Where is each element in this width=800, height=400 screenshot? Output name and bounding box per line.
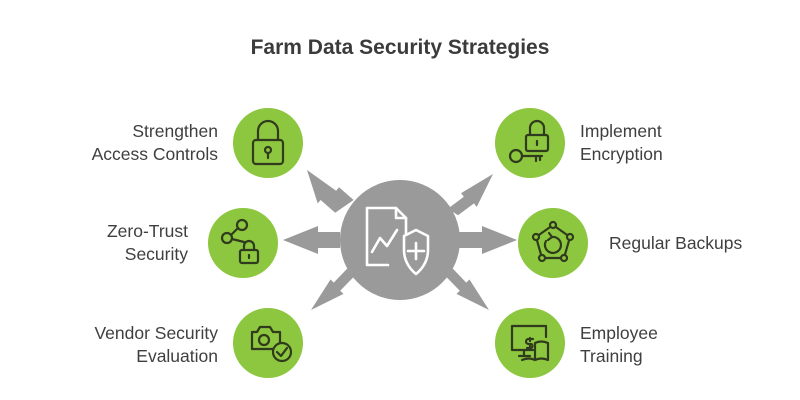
node-vendor-security-evaluation [233,308,303,378]
label-line: Employee [580,323,658,343]
label-line: Training [580,346,643,366]
label-zero-trust-security: Zero-Trust Security [107,220,188,266]
node-strengthen-access-controls [233,108,303,178]
camera-check-icon [250,325,293,363]
arrow-up-left [307,170,354,213]
backup-cycle-icon [531,220,575,263]
monitor-book-icon [510,324,550,362]
label-line: Regular Backups [609,233,743,253]
arrow-left [283,226,340,254]
label-line: Implement [580,121,662,141]
share-network-lock-icon [220,218,260,265]
arrow-down-left [311,268,354,310]
node-employee-training [495,308,565,378]
label-line: Security [124,244,188,264]
arrow-right [458,226,517,254]
node-zero-trust-security [208,208,278,278]
label-implement-encryption: Implement Encryption [580,120,663,166]
node-regular-backups [518,208,588,278]
hub [340,180,460,300]
label-regular-backups: Regular Backups [609,232,742,255]
padlock-icon [251,119,285,166]
label-strengthen-access-controls: Strengthen Access Controls [92,120,218,166]
diagram-title: Farm Data Security Strategies [250,36,550,59]
label-line: Strengthen [132,121,218,141]
label-line: Vendor Security [94,323,218,343]
label-line: Encryption [580,144,663,164]
node-implement-encryption [495,108,565,178]
label-line: Zero-Trust [106,221,188,241]
label-vendor-security-evaluation: Vendor Security Evaluation [94,322,218,368]
label-line: Evaluation [136,346,218,366]
label-employee-training: Employee Training [580,322,658,368]
label-line: Access Controls [91,144,218,164]
arrow-up-right [448,174,493,216]
arrow-down-right [446,268,489,310]
key-lock-icon [508,119,550,164]
document-chart-shield-icon [365,206,430,276]
hub-circle [340,180,460,300]
arrows [283,170,517,310]
